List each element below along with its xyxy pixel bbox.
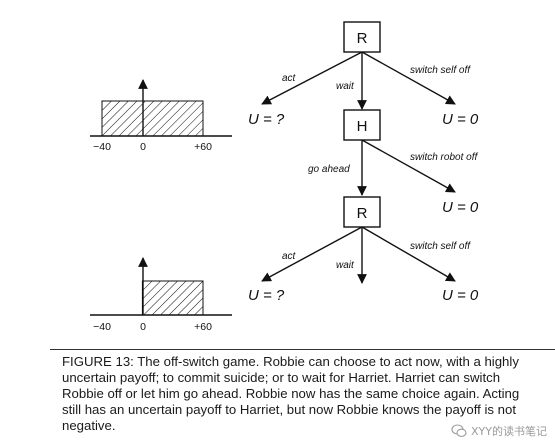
edge-wait-second-label: wait [336,260,355,271]
watermark-text: XYY的读书笔记 [471,425,547,438]
outcome-wait-second: U = 0 [442,287,479,304]
outcome-act-first: U = ? [248,111,285,128]
edge-switch-self-second-label: switch self off [410,241,471,252]
caption-divider [50,349,555,350]
bottom-plot-tick-label: 0 [140,321,146,333]
decision-tree: R act wait switch self off U = ? U = 0 H… [248,21,479,304]
edge-switch-robot-label: switch robot off [410,152,478,163]
outcome-switch-self-first: U = 0 [442,111,479,128]
watermark: XYY的读书笔记 [451,423,547,439]
robot-node-second-label: R [357,205,368,222]
human-node [343,109,381,141]
top-plot-shaded-region [101,100,204,137]
edge-act-first-label: act [282,73,297,84]
edge-act-second [261,226,363,282]
wechat-icon [451,424,467,437]
edge-act-first [261,51,363,105]
bottom-payoff-plot: −40 0 +60 [90,257,232,333]
bottom-plot-tick-label: −40 [93,321,111,333]
top-payoff-plot: −40 0 +60 [90,79,232,153]
edge-switch-robot [361,139,456,193]
edge-switch-self-first [361,51,456,105]
edge-go-ahead-label: go ahead [308,164,350,175]
edge-act-second-label: act [282,251,297,262]
bottom-plot-tick-label: +60 [194,321,212,333]
edge-switch-self-first-label: switch self off [410,65,471,76]
robot-node-first-label: R [357,30,368,47]
top-plot-tick-label: −40 [93,141,111,153]
edge-wait-first-label: wait [336,81,355,92]
outcome-act-second: U = ? [248,287,285,304]
figure-caption: FIGURE 13: The off-switch game. Robbie c… [62,354,520,433]
top-plot-tick-label: +60 [194,141,212,153]
outcome-switch-robot: U = 0 [442,199,479,216]
top-plot-tick-label: 0 [140,141,146,153]
bottom-plot-shaded-region [141,280,204,316]
human-node-label: H [357,118,368,135]
edge-switch-self-second [361,226,456,282]
